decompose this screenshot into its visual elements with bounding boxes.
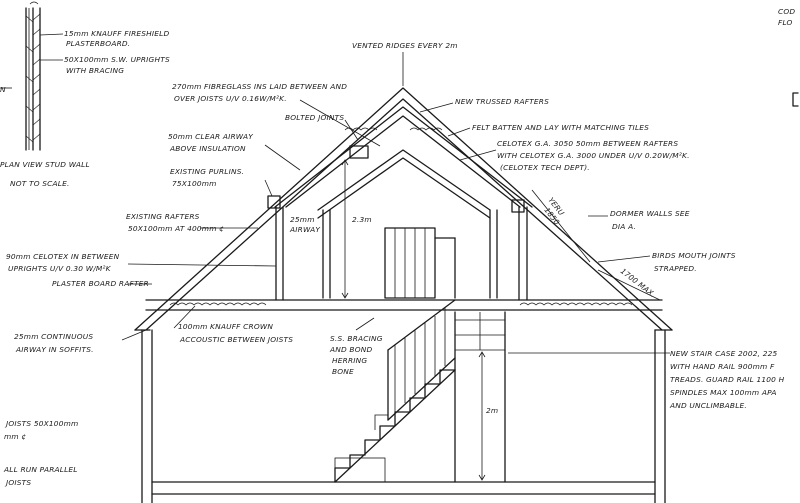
bracket-mark	[792, 92, 799, 107]
airway-25-label-2: AIRWAY	[289, 225, 320, 234]
ss-bracing-label-2: AND BOND	[329, 345, 372, 354]
leader-lines	[121, 52, 670, 354]
corner-label-2: FLO	[778, 18, 793, 27]
dormer-walls-label-1: DORMER WALLS SEE	[610, 209, 690, 218]
staircase-label-5: AND UNCLIMBABLE.	[669, 401, 747, 410]
staircase-label-3: TREADS. GUARD RAIL 1100 H	[670, 375, 785, 384]
birds-mouth-label-1: BIRDS MOUTH JOINTS	[652, 251, 736, 260]
building-section	[134, 87, 673, 503]
birds-mouth-label-2: STRAPPED.	[654, 264, 697, 273]
trussed-rafters-label: NEW TRUSSED RAFTERS	[455, 97, 549, 106]
crown-label-2: ACCOUSTIC BETWEEN JOISTS	[179, 335, 293, 344]
felt-batten-label: FELT BATTEN AND LAY WITH MATCHING TILES	[472, 123, 649, 132]
airway-label-1: 50mm CLEAR AIRWAY	[168, 132, 253, 141]
n-label: N	[0, 85, 6, 94]
soffit-label-1: 25mm CONTINUOUS	[14, 332, 93, 341]
dormer-walls-label-2: DIA A.	[612, 222, 636, 231]
fibreglass-label-2: OVER JOISTS U/V 0.16W/M²K.	[174, 94, 287, 103]
stud-label-3: 50X100mm S.W. UPRIGHTS	[64, 55, 170, 64]
staircase-label-2: WITH HAND RAIL 900mm F	[670, 362, 775, 371]
corner-label-1: COD	[778, 7, 795, 16]
dim-23m: 2.3m	[352, 215, 372, 224]
stud-wall-detail	[0, 1, 64, 151]
staircase-label-1: NEW STAIR CASE 2002, 225	[670, 349, 778, 358]
celotex-90-label-2: UPRIGHTS U/V 0.30 W/M²K	[8, 264, 112, 273]
airway-label-2: ABOVE INSULATION	[169, 144, 246, 153]
purlins-label-2: 75X100mm	[172, 179, 217, 188]
parallel-label-1: ALL RUN PARALLEL	[3, 465, 78, 474]
joists-label-1: JOISTS 50X100mm	[4, 419, 78, 428]
plan-view-label: PLAN VIEW STUD WALL	[0, 160, 90, 169]
parallel-label-2: JOISTS	[4, 478, 31, 487]
not-to-scale-label: NOT TO SCALE.	[10, 179, 70, 188]
fibreglass-label-1: 270mm FIBREGLASS INS LAID BETWEEN AND	[172, 82, 347, 91]
celotex-label-3: (CELOTEX TECH DEPT).	[500, 163, 590, 172]
ss-bracing-label-4: BONE	[332, 367, 354, 376]
purlins-label-1: EXISTING PURLINS.	[170, 167, 244, 176]
crown-label-1: 100mm KNAUFF CROWN	[178, 322, 273, 331]
celotex-90-label-1: 90mm CELOTEX IN BETWEEN	[6, 252, 120, 261]
airway-25-label: 25mm	[290, 215, 315, 224]
stud-label-1: 15mm KNAUFF FIRESHIELD	[64, 29, 169, 38]
rafters-label-1: EXISTING RAFTERS	[126, 212, 200, 221]
plasterboard-label: PLASTER BOARD RAFTER	[52, 279, 149, 288]
staircase-label-4: SPINDLES MAX 100mm APA	[670, 388, 777, 397]
dim-2m: 2m	[486, 406, 498, 415]
celotex-label-1: CELOTEX G.A. 3050 50mm BETWEEN RAFTERS	[497, 139, 678, 148]
celotex-label-2: WITH CELOTEX G.A. 3000 UNDER U/V 0.20W/M…	[497, 151, 690, 160]
stud-label-2: PLASTERBOARD.	[66, 39, 130, 48]
ss-bracing-label-3: HERRING	[332, 356, 367, 365]
bolted-joints-label: BOLTED JOINTS	[285, 113, 344, 122]
soffit-label-2: AIRWAY IN SOFFITS.	[15, 345, 94, 354]
joists-label-2: mm ¢	[4, 432, 26, 441]
stud-label-4: WITH BRACING	[66, 66, 124, 75]
vent-label: VENTED RIDGES EVERY 2m	[352, 41, 458, 50]
rafters-label-2: 50X100mm AT 400mm ¢	[128, 224, 224, 233]
ss-bracing-label-1: S.S. BRACING	[330, 334, 383, 343]
